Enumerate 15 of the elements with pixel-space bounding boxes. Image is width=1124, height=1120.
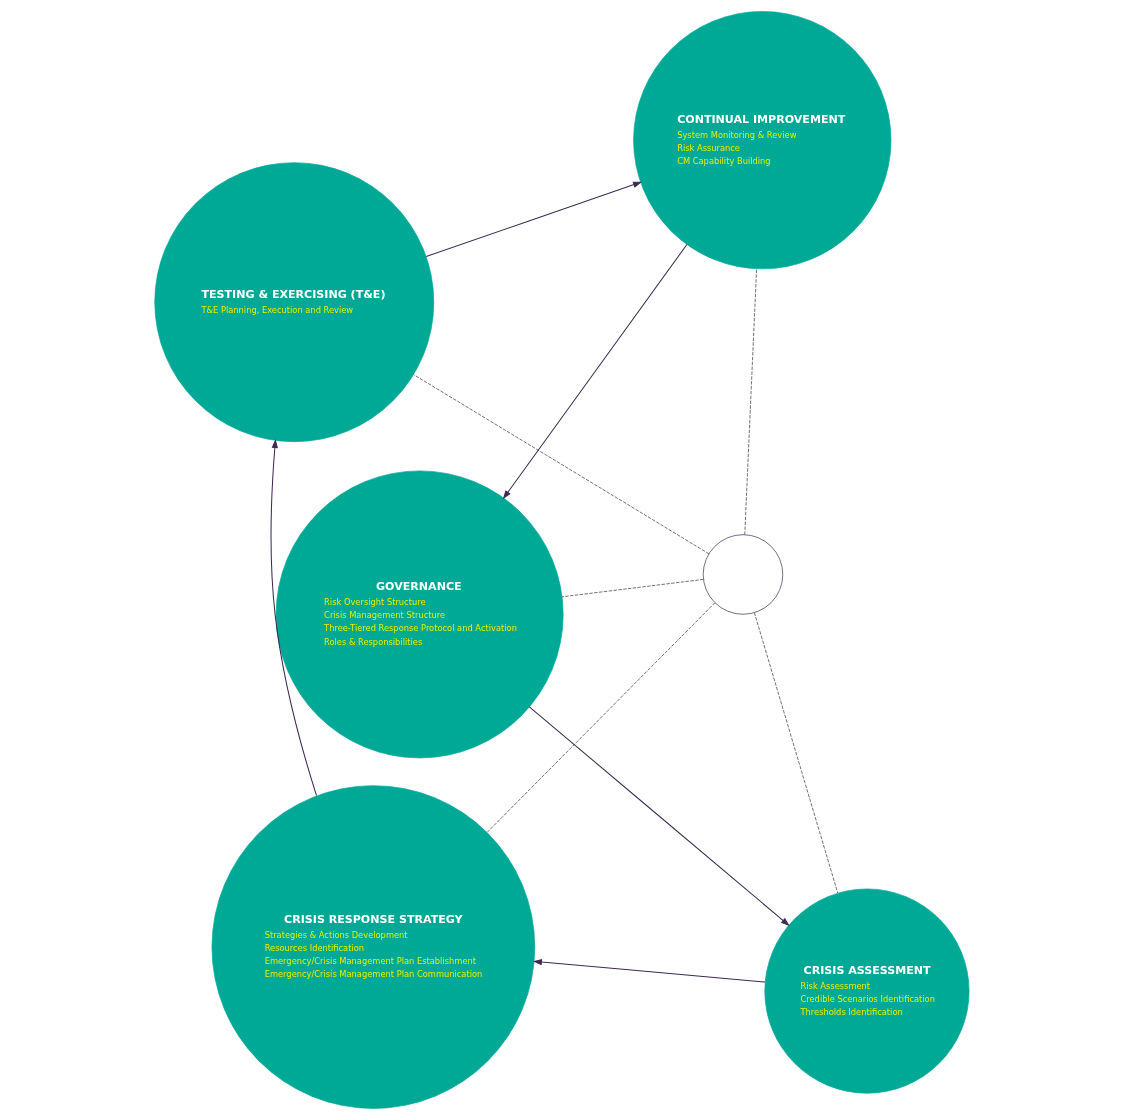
node-circle: CRISIS ASSESSMENT Risk Assessment Credible Scenarios Identification Thresholds Identification <box>764 888 970 1094</box>
node-circle: TESTING & EXERCISING (T&E) T&E Planning, Execution and Review <box>154 162 435 443</box>
arrow <box>532 958 766 983</box>
connector <box>561 579 704 598</box>
arrow <box>425 181 643 257</box>
connector <box>413 374 710 555</box>
node-circle <box>702 534 784 615</box>
arrow <box>270 438 318 797</box>
connector <box>486 602 716 833</box>
node-circle: CRISIS RESPONSE STRATEGY Strategies & Actions Development Resources Identification Emergency/Crisis Management Plan Establishment Emergency/Crisis Management Plan Communication <box>211 785 536 1109</box>
arrow <box>502 244 688 500</box>
connector <box>744 268 757 535</box>
arrow <box>528 706 790 927</box>
connector <box>754 612 839 894</box>
node-circle: GOVERNANCE Risk Oversight Structure Crisis Management Structure Three-Tiered Response Protocol and Activation Roles & Responsibilities <box>275 470 564 759</box>
